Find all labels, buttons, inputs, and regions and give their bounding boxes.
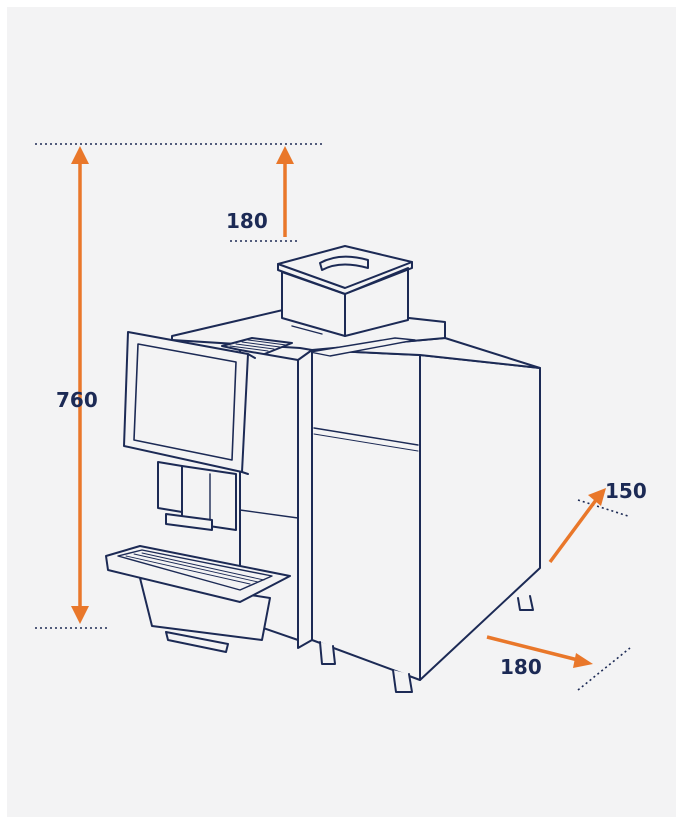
right-reference-line: [577, 499, 629, 517]
bean-hopper: [277, 245, 413, 337]
drip-tray: [105, 545, 291, 653]
height-arrow: [71, 146, 89, 624]
total-height-label: 760: [56, 388, 98, 412]
dimension-arrows: [71, 146, 606, 668]
top-clearance-arrow: [276, 146, 294, 237]
top-vent-grille: [229, 339, 287, 352]
side-reference-line: [577, 647, 631, 691]
side-clearance-label: 180: [500, 655, 542, 679]
machine-body: [239, 349, 313, 649]
reference-lines: [35, 143, 631, 691]
side-clearance-arrow: [486, 635, 593, 668]
right-clearance-label: 150: [605, 479, 647, 503]
top-clearance-label: 180: [226, 209, 268, 233]
side-cabinet: [311, 337, 541, 693]
coffee-spout: [157, 461, 237, 531]
drip-tray-grille: [125, 552, 265, 585]
touch-screen: [123, 331, 256, 475]
right-clearance-arrow: [548, 488, 606, 564]
coffee-machine-illustration: [105, 245, 541, 693]
